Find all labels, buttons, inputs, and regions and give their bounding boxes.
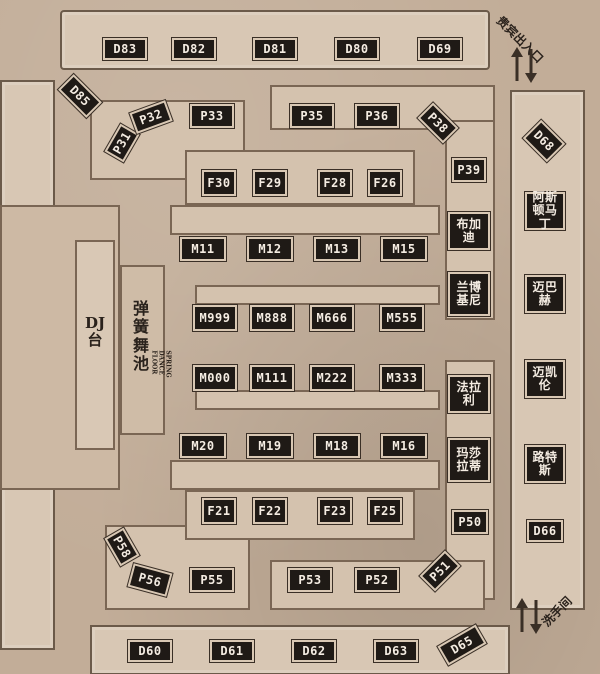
counter-row-bottom bbox=[170, 460, 440, 490]
booth-m333[interactable]: M333 bbox=[380, 365, 424, 391]
booth-p35[interactable]: P35 bbox=[290, 104, 334, 128]
booth-f26[interactable]: F26 bbox=[368, 170, 402, 196]
booth-p36[interactable]: P36 bbox=[355, 104, 399, 128]
booth-p39[interactable]: P39 bbox=[452, 158, 486, 182]
booth-m888[interactable]: M888 bbox=[250, 305, 294, 331]
booth-maserati[interactable]: 玛莎拉蒂 bbox=[448, 438, 490, 482]
counter-row-top bbox=[170, 205, 440, 235]
booth-m13[interactable]: M13 bbox=[314, 237, 360, 261]
restroom-arrows-icon bbox=[516, 598, 542, 634]
booth-d81[interactable]: D81 bbox=[253, 38, 297, 60]
booth-p53[interactable]: P53 bbox=[288, 568, 332, 592]
booth-m19[interactable]: M19 bbox=[247, 434, 293, 458]
booth-aston-martin[interactable]: 阿斯顿马丁 bbox=[525, 191, 565, 230]
booth-m555[interactable]: M555 bbox=[380, 305, 424, 331]
booth-d60[interactable]: D60 bbox=[128, 640, 172, 662]
booth-d62[interactable]: D62 bbox=[292, 640, 336, 662]
booth-m999[interactable]: M999 bbox=[193, 305, 237, 331]
booth-d69[interactable]: D69 bbox=[418, 38, 462, 60]
booth-f21[interactable]: F21 bbox=[202, 498, 236, 524]
booth-p55[interactable]: P55 bbox=[190, 568, 234, 592]
booth-d63[interactable]: D63 bbox=[374, 640, 418, 662]
booth-f25[interactable]: F25 bbox=[368, 498, 402, 524]
booth-f23[interactable]: F23 bbox=[318, 498, 352, 524]
booth-m11[interactable]: M11 bbox=[180, 237, 226, 261]
booth-maybach[interactable]: 迈巴赫 bbox=[525, 275, 565, 313]
booth-p50[interactable]: P50 bbox=[452, 510, 488, 534]
counter-row-mid-top bbox=[195, 285, 440, 305]
dj-label: DJ台 bbox=[84, 314, 106, 350]
dance-floor-en-label: SPRING DANCE FLOOR bbox=[151, 350, 172, 378]
dj-booth bbox=[75, 240, 115, 450]
booth-m12[interactable]: M12 bbox=[247, 237, 293, 261]
booth-d61[interactable]: D61 bbox=[210, 640, 254, 662]
booth-p52[interactable]: P52 bbox=[355, 568, 399, 592]
booth-lotus[interactable]: 路特斯 bbox=[525, 445, 565, 483]
dance-floor-label: 弹簧舞池 bbox=[132, 299, 149, 374]
booth-f30[interactable]: F30 bbox=[202, 170, 236, 196]
booth-f29[interactable]: F29 bbox=[253, 170, 287, 196]
booth-m20[interactable]: M20 bbox=[180, 434, 226, 458]
booth-m000[interactable]: M000 bbox=[193, 365, 237, 391]
booth-lamborghini[interactable]: 兰博基尼 bbox=[448, 272, 490, 316]
booth-mclaren[interactable]: 迈凯伦 bbox=[525, 360, 565, 398]
counter-row-mid-bot bbox=[195, 390, 440, 410]
booth-m111[interactable]: M111 bbox=[250, 365, 294, 391]
booth-d83[interactable]: D83 bbox=[103, 38, 147, 60]
booth-bugatti[interactable]: 布加迪 bbox=[448, 212, 490, 250]
booth-m16[interactable]: M16 bbox=[381, 434, 427, 458]
booth-d82[interactable]: D82 bbox=[172, 38, 216, 60]
entrance-arrows-icon bbox=[511, 47, 537, 83]
booth-d80[interactable]: D80 bbox=[335, 38, 379, 60]
booth-f28[interactable]: F28 bbox=[318, 170, 352, 196]
booth-m15[interactable]: M15 bbox=[381, 237, 427, 261]
booth-m222[interactable]: M222 bbox=[310, 365, 354, 391]
booth-p33[interactable]: P33 bbox=[190, 104, 234, 128]
booth-d66[interactable]: D66 bbox=[527, 520, 563, 542]
booth-m18[interactable]: M18 bbox=[314, 434, 360, 458]
booth-m666[interactable]: M666 bbox=[310, 305, 354, 331]
booth-f22[interactable]: F22 bbox=[253, 498, 287, 524]
dance-floor bbox=[120, 265, 165, 435]
booth-ferrari[interactable]: 法拉利 bbox=[448, 375, 490, 413]
